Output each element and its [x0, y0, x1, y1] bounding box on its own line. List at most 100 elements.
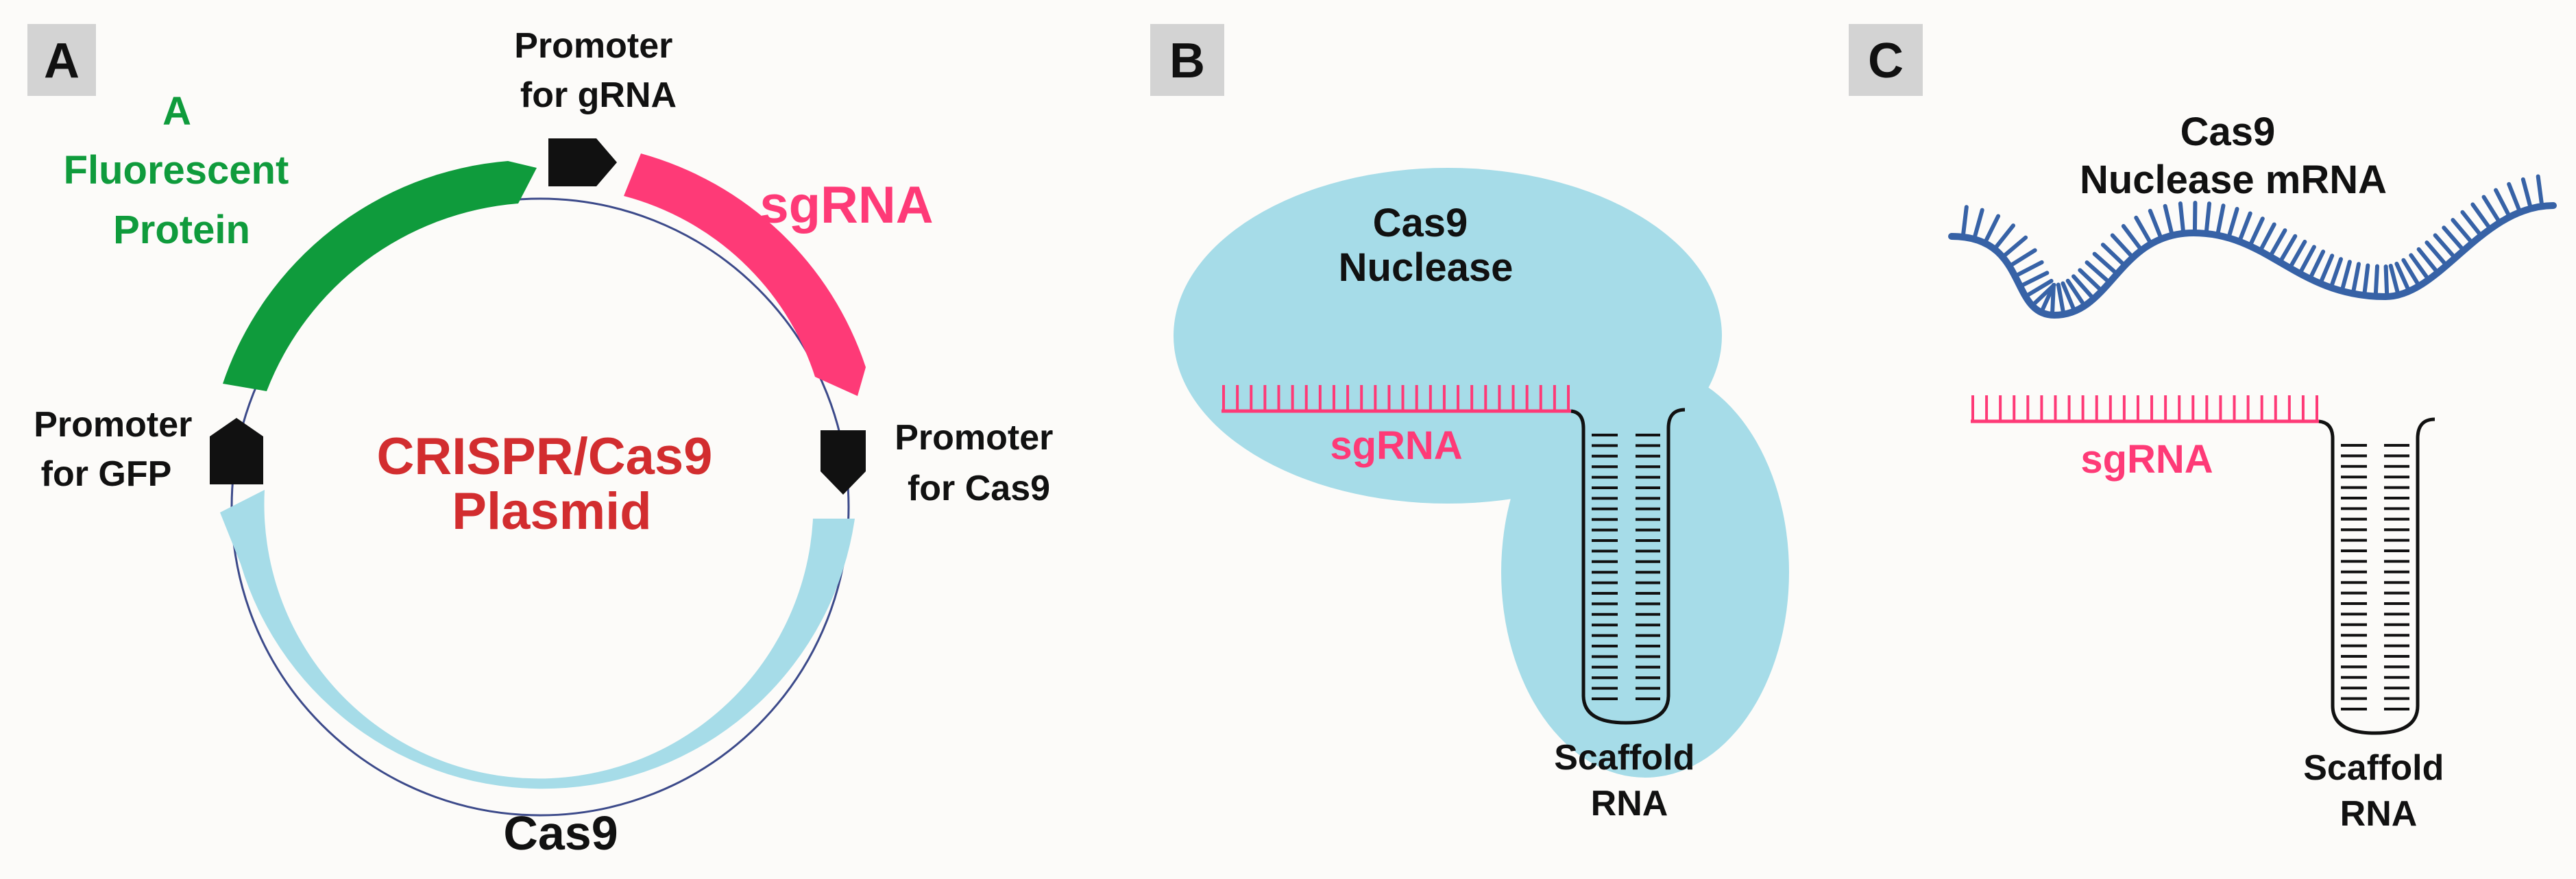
b-scaffold-label: Scaffold RNA	[1554, 738, 1705, 824]
promoter-gfp-marker	[210, 418, 263, 484]
mrna-base-tick	[2329, 257, 2343, 290]
promoter-cas9-marker	[821, 430, 866, 495]
mrna-base-tick	[2401, 258, 2422, 288]
fluorescent-protein-segment	[223, 161, 537, 391]
mrna-base-tick	[2056, 282, 2066, 317]
mrna-base-tick	[1960, 205, 1969, 239]
c-sgrna-teeth	[1971, 395, 2318, 421]
c-scaffold-rungs	[2341, 444, 2409, 710]
fluorescent-protein-label: A Fluorescent Protein	[64, 89, 300, 252]
c-scaffold-label: Scaffold RNA	[2303, 748, 2454, 834]
mrna-base-tick	[2148, 208, 2164, 241]
panel-c-tag-box	[1849, 24, 1923, 96]
mrna-base-tick	[2460, 210, 2483, 238]
promoter-cas9-label-line2: for Cas9	[908, 469, 1050, 508]
mrna-base-tick	[2258, 222, 2276, 253]
mrna-base-tick	[2307, 249, 2326, 281]
promoter-gfp-label: Promoter for GFP	[34, 405, 202, 494]
mrna-base-tick	[2192, 201, 2198, 236]
mrna-base-tick	[2470, 202, 2492, 232]
panel-a-tag: A	[44, 34, 80, 88]
mrna-base-tick	[2248, 216, 2265, 249]
b-scaffold-label-line1: Scaffold	[1554, 738, 1694, 778]
mrna-base-tick	[2318, 253, 2335, 286]
mrna-base-tick	[2071, 274, 2096, 301]
b-scaffold-label-line2: RNA	[1591, 784, 1668, 824]
promoter-gfp-label-line2: for GFP	[41, 454, 172, 494]
mrna-base-tick	[2078, 268, 2104, 293]
promoter-grna-label-line2: for gRNA	[520, 75, 677, 115]
c-sgrna-label: sgRNA	[2080, 437, 2213, 482]
cas9-nuclease-label-line1: Cas9	[1373, 201, 1468, 245]
fluorescent-label-line2: Fluorescent	[64, 148, 289, 193]
cas9-mrna-label: Cas9 Nuclease mRNA	[2080, 110, 2387, 202]
mrna-base-tick	[2121, 224, 2144, 253]
mrna-base-tick	[2050, 282, 2056, 317]
mrna-base-tick	[2520, 177, 2534, 211]
mrna-base-tick	[2007, 248, 2037, 269]
cas9-nuclease-label: Cas9 Nuclease	[1339, 201, 1514, 290]
panel-a: A CRISPR/Cas9 Plasmid A Fluorescent Prot…	[27, 24, 1063, 860]
promoter-gfp-label-line1: Promoter	[34, 405, 192, 445]
mrna-base-tick	[2394, 261, 2411, 294]
plasmid-title: CRISPR/Cas9 Plasmid	[376, 428, 727, 541]
mrna-base-tick	[2388, 264, 2401, 297]
mrna-base-tick	[2204, 201, 2212, 236]
plasmid-title-line1: CRISPR/Cas9	[376, 428, 712, 486]
mrna-base-tick	[2350, 262, 2361, 296]
promoter-cas9-label-line1: Promoter	[895, 418, 1053, 458]
fluorescent-label-line1: A	[162, 89, 191, 134]
mrna-base-tick	[2362, 263, 2370, 298]
mrna-base-tick	[2013, 260, 2044, 279]
mrna-base-tick	[2163, 203, 2174, 238]
mrna-base-tick	[2494, 188, 2512, 219]
mrna-base-tick	[2507, 182, 2523, 214]
plasmid-title-line2: Plasmid	[452, 482, 651, 541]
mrna-base-tick	[2110, 233, 2135, 260]
mrna-base-tick	[1992, 223, 2016, 251]
promoter-cas9-label: Promoter for Cas9	[895, 418, 1063, 508]
mrna-base-tick	[2085, 260, 2112, 285]
mrna-base-tick	[2268, 228, 2287, 259]
mrna-base-tick	[2065, 278, 2087, 308]
mrna-base-tick	[2340, 260, 2352, 293]
sgrna-plasmid-label: sgRNA	[760, 176, 933, 234]
mrna-base-tick	[2100, 243, 2127, 268]
cas9-nuclease-label-line2: Nuclease	[1339, 245, 1514, 290]
mrna-base-tick	[2433, 233, 2457, 260]
mrna-base-tick	[2237, 211, 2252, 244]
b-sgrna-teeth	[1222, 385, 1570, 411]
cas9-mrna-label-line1: Cas9	[2180, 110, 2276, 154]
mrna-base-tick	[2416, 247, 2440, 275]
c-scaffold-hairpin	[2318, 417, 2435, 735]
sgrna-segment	[624, 153, 866, 396]
mrna-base-tick	[2215, 203, 2226, 238]
mrna-base-tick	[2442, 225, 2466, 253]
panel-c-tag: C	[1868, 34, 1904, 88]
mrna-base-tick	[2023, 279, 2054, 299]
cas9-mrna-bases	[1960, 174, 2544, 317]
panel-b: B Cas9 Nuclease sgRNA Scaffold RNA	[1150, 24, 1789, 824]
mrna-base-tick	[2481, 195, 2502, 225]
mrna-base-tick	[2409, 253, 2431, 282]
mrna-base-tick	[2373, 264, 2380, 299]
mrna-base-tick	[2226, 207, 2239, 240]
panel-c: C Cas9 Nuclease mRNA sgRNA Scaffold RNA	[1849, 24, 2557, 834]
mrna-base-tick	[2178, 201, 2186, 236]
cas9-mrna-label-line2: Nuclease mRNA	[2080, 158, 2387, 202]
mrna-base-tick	[1971, 208, 1984, 242]
promoter-grna-label: Promoter for gRNA	[514, 26, 683, 115]
mrna-base-tick	[2018, 271, 2050, 288]
mrna-base-tick	[2061, 281, 2077, 314]
mrna-base-tick	[2134, 215, 2154, 246]
mrna-base-tick	[2383, 264, 2390, 299]
cas9-plasmid-label: Cas9	[503, 806, 618, 860]
mrna-base-tick	[2536, 174, 2544, 209]
panel-a-tag-box	[27, 24, 96, 96]
panel-b-tag-box	[1150, 24, 1224, 96]
mrna-base-tick	[2278, 234, 2298, 264]
mrna-base-tick	[2298, 245, 2316, 276]
mrna-base-tick	[2425, 240, 2449, 268]
fluorescent-label-line3: Protein	[113, 208, 250, 252]
